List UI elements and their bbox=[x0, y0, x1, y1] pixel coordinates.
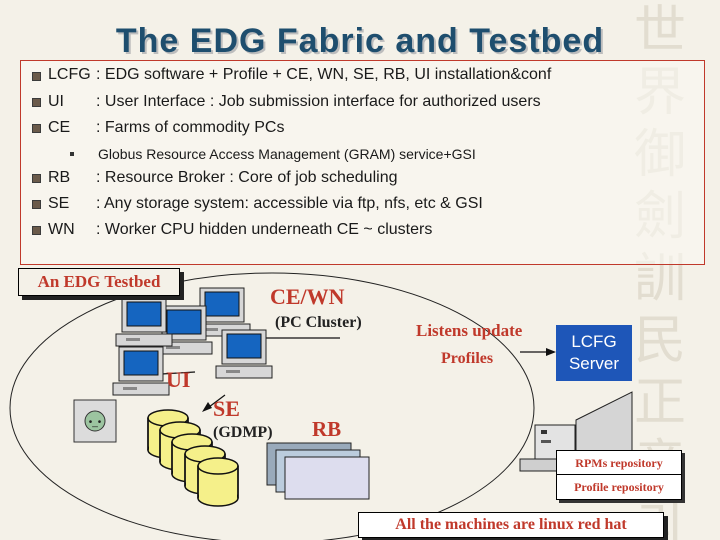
lcfg-label: LCFG bbox=[571, 332, 617, 351]
rpms-repository-box: RPMs repository bbox=[556, 450, 682, 476]
bullet-icon bbox=[32, 226, 41, 235]
storage-disk-icon bbox=[197, 457, 239, 507]
bullet-icon bbox=[32, 200, 41, 209]
profile-repository-box: Profile repository bbox=[556, 474, 682, 500]
bullet-key: LCFG bbox=[48, 66, 91, 83]
pc-icon bbox=[112, 346, 170, 396]
se-label: SE bbox=[213, 396, 240, 421]
ui-label: UI bbox=[166, 367, 191, 392]
pc-icon bbox=[115, 297, 173, 347]
bullet-text: : Worker CPU hidden underneath CE ~ clus… bbox=[96, 221, 433, 238]
bullet-ui: UI : User Interface : Job submission inte… bbox=[48, 93, 541, 111]
bullet-key: SE bbox=[48, 195, 70, 212]
bullet-rb: RB : Resource Broker : Core of job schedu… bbox=[48, 169, 397, 187]
bullet-key: CE bbox=[48, 119, 71, 136]
sub-bullet-gram: Globus Resource Access Management (GRAM)… bbox=[98, 146, 476, 162]
testbed-tag: An EDG Testbed bbox=[18, 268, 180, 296]
rb-label: RB bbox=[312, 417, 342, 441]
server-label: Server bbox=[568, 354, 620, 373]
bullet-key: RB bbox=[48, 169, 71, 186]
sub-bullet-icon bbox=[70, 152, 74, 156]
bullet-text: : Resource Broker : Core of job scheduli… bbox=[96, 169, 398, 186]
bullet-text: : EDG software + Profile + CE, WN, SE, R… bbox=[96, 66, 552, 83]
pc-icon bbox=[215, 329, 273, 379]
svg-text:•_•: •_• bbox=[89, 417, 102, 428]
bullet-icon bbox=[32, 124, 41, 133]
bullet-ce: CE : Farms of commodity PCs bbox=[48, 119, 284, 137]
pc-cluster-label: (PC Cluster) bbox=[275, 314, 362, 331]
gdmp-label: (GDMP) bbox=[213, 424, 273, 441]
testbed-boundary bbox=[9, 272, 535, 540]
listens-update-label: Listens update bbox=[416, 321, 523, 340]
bullet-se: SE : Any storage system: accessible via f… bbox=[48, 195, 483, 213]
definitions-box bbox=[20, 60, 705, 265]
bullet-wn: WN : Worker CPU hidden underneath CE ~ cl… bbox=[48, 221, 432, 239]
profiles-label: Profiles bbox=[441, 350, 494, 367]
bullet-key: UI bbox=[48, 93, 64, 110]
bullet-key: WN bbox=[48, 221, 75, 238]
bullet-icon bbox=[32, 72, 41, 81]
bullet-text: : Any storage system: accessible via ftp… bbox=[96, 195, 483, 212]
bullet-lcfg: LCFG : EDG software + Profile + CE, WN, S… bbox=[48, 66, 551, 84]
slide-title: The EDG Fabric and Testbed bbox=[115, 22, 605, 60]
bullet-icon bbox=[32, 98, 41, 107]
bullet-text: : User Interface : Job submission interf… bbox=[96, 93, 541, 110]
lcfg-server-box: LCFG Server bbox=[556, 325, 632, 381]
ce-wn-label: CE/WN bbox=[270, 284, 345, 309]
bullet-text: : Farms of commodity PCs bbox=[96, 119, 285, 136]
phone-icon: •_• bbox=[73, 399, 117, 443]
resource-broker-pages bbox=[266, 442, 370, 500]
footer-note: All the machines are linux red hat bbox=[358, 512, 664, 538]
bullet-icon bbox=[32, 174, 41, 183]
